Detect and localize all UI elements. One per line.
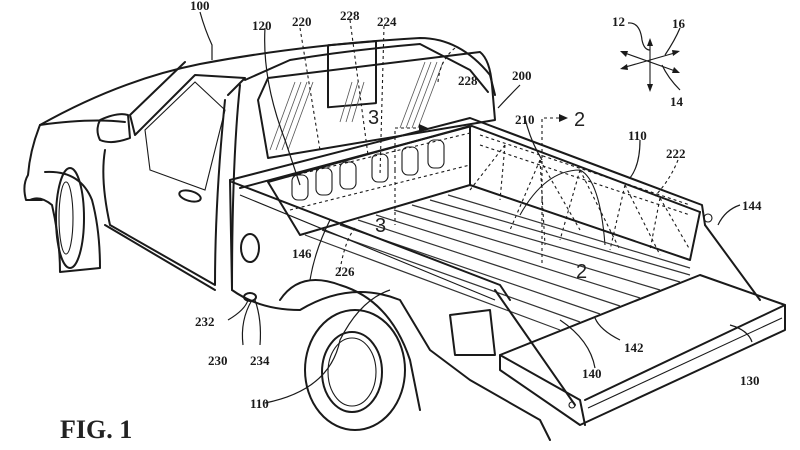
- label-220: 220: [292, 14, 312, 29]
- label-120: 120: [252, 18, 272, 33]
- label-140: 140: [582, 366, 602, 381]
- label-144: 144: [742, 198, 762, 213]
- label-234: 234: [250, 353, 270, 368]
- truck-cab: [23, 37, 496, 291]
- light-cones: [469, 144, 691, 256]
- section-marker-2-bottom: 2: [576, 261, 587, 283]
- cargo-bed: [229, 117, 706, 331]
- label-14: 14: [670, 94, 684, 109]
- side-mirror: [96, 113, 131, 144]
- label-100: 100: [190, 0, 210, 13]
- front-wheel: [55, 167, 85, 269]
- label-222: 222: [666, 146, 686, 161]
- fuel-door: [240, 233, 260, 263]
- light-recesses: [291, 139, 445, 201]
- figure-title: FIG. 1: [60, 415, 132, 444]
- axis-indicator: [620, 22, 681, 92]
- label-210: 210: [515, 112, 535, 127]
- tailgate-cable-right: [704, 224, 761, 301]
- door-handle: [178, 189, 202, 203]
- label-224: 224: [377, 14, 397, 29]
- section-lines: [394, 114, 568, 265]
- section-marker-3-bottom: 3: [375, 215, 386, 237]
- label-142: 142: [624, 340, 644, 355]
- section-marker-2-top: 2: [574, 109, 585, 131]
- section-marker-3-top: 3: [368, 107, 379, 129]
- label-16: 16: [672, 16, 686, 31]
- label-110-wheel: 110: [250, 396, 269, 411]
- label-228-right: 228: [458, 73, 478, 88]
- label-200: 200: [512, 68, 532, 83]
- tailgate-cable-left: [494, 289, 576, 406]
- label-230: 230: [208, 353, 228, 368]
- bedside-exterior: [229, 179, 551, 441]
- label-146: 146: [292, 246, 312, 261]
- switch-cluster: [243, 292, 257, 302]
- tailgate: [494, 213, 786, 426]
- label-130: 130: [740, 373, 760, 388]
- label-110-top: 110: [628, 128, 647, 143]
- leader-lines: [199, 11, 753, 404]
- sliding-window: [327, 40, 377, 109]
- label-12: 12: [612, 14, 625, 29]
- rear-window: [257, 40, 496, 159]
- label-226: 226: [335, 264, 355, 279]
- label-232: 232: [195, 314, 215, 329]
- tail-light: [449, 309, 496, 356]
- label-228: 228: [340, 8, 360, 23]
- rear-wheel: [304, 309, 406, 431]
- reference-labels: 100 120 220 228 224 228 200 210 110 222 …: [60, 0, 762, 444]
